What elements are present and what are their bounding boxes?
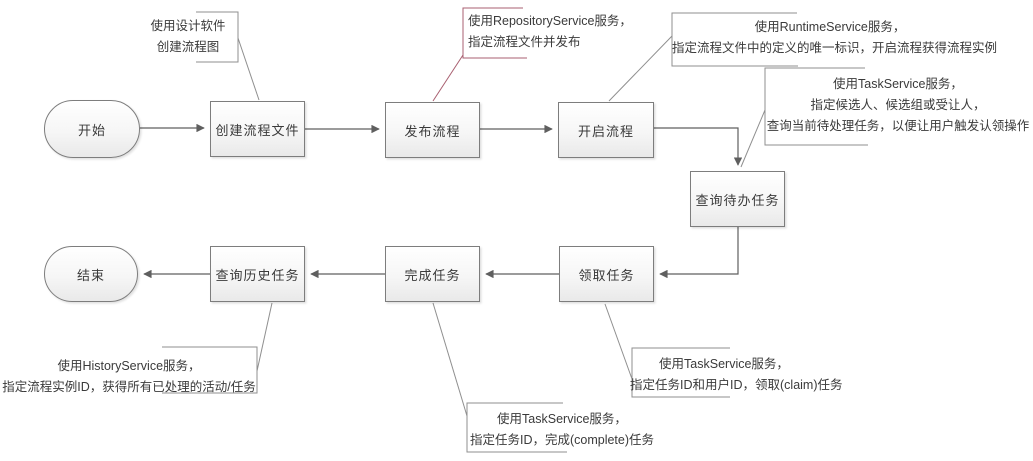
note-task-service-complete: 使用TaskService服务， 指定任务ID，完成(complete)任务 xyxy=(467,409,657,451)
note-repository-service: 使用RepositoryService服务， 指定流程文件并发布 xyxy=(468,11,632,53)
note-accent-group xyxy=(432,7,527,102)
note-history-service: 使用HistoryService服务， 指定流程实例ID，获得所有已处理的活动/… xyxy=(0,356,258,398)
note-line: 使用设计软件 xyxy=(150,19,226,33)
node-query-history-tasks: 查询历史任务 xyxy=(210,246,305,302)
leader-task-complete xyxy=(432,302,468,417)
note-line: 使用TaskService服务， xyxy=(659,357,789,371)
note-line: 指定流程实例ID，获得所有已处理的活动/任务 xyxy=(2,380,256,394)
note-bracket-task-complete xyxy=(466,402,567,453)
node-claim-task: 领取任务 xyxy=(559,246,654,302)
note-design-tool: 使用设计软件 创建流程图 xyxy=(138,16,238,58)
note-bracket-repository xyxy=(462,7,527,59)
note-bracket-task-query xyxy=(764,67,868,146)
node-start: 开始 xyxy=(44,100,140,158)
node-label: 结束 xyxy=(76,267,105,283)
node-label: 查询历史任务 xyxy=(215,267,300,283)
node-label: 开启流程 xyxy=(577,123,634,139)
flow-connectors xyxy=(140,123,743,279)
note-line: 使用TaskService服务， xyxy=(833,77,963,91)
node-label: 创建流程文件 xyxy=(215,122,300,138)
node-label: 发布流程 xyxy=(404,123,461,139)
note-leaders xyxy=(237,35,766,417)
leader-design xyxy=(237,37,260,101)
note-line: 创建流程图 xyxy=(156,40,220,54)
note-line: 使用RuntimeService服务， xyxy=(754,20,906,34)
note-line: 查询当前待处理任务，以便让用户触发认领操作 xyxy=(766,119,1030,133)
leader-repository xyxy=(432,54,464,102)
connector-startproc-to-querytodo xyxy=(654,127,743,166)
note-line: 指定流程文件中的定义的唯一标识，开启流程获得流程实例 xyxy=(672,41,998,55)
note-task-service-claim: 使用TaskService服务， 指定任务ID和用户ID，领取(claim)任务 xyxy=(630,354,843,396)
note-line: 指定流程文件并发布 xyxy=(468,35,581,49)
note-bracket-runtime xyxy=(671,12,798,67)
node-create-process-file: 创建流程文件 xyxy=(210,101,305,157)
leader-task-claim xyxy=(604,303,633,380)
note-line: 指定任务ID和用户ID，领取(claim)任务 xyxy=(630,378,843,392)
node-label: 领取任务 xyxy=(578,267,635,283)
note-line: 指定任务ID，完成(complete)任务 xyxy=(469,433,655,447)
note-line: 使用TaskService服务， xyxy=(497,412,627,426)
note-line: 使用HistoryService服务， xyxy=(57,359,201,373)
note-line: 指定候选人、候选组或受让人， xyxy=(810,98,986,112)
node-label: 查询待办任务 xyxy=(695,192,780,208)
leader-runtime xyxy=(608,35,673,102)
node-end: 结束 xyxy=(44,246,138,302)
leader-history xyxy=(256,302,273,372)
note-task-service-query: 使用TaskService服务， 指定候选人、候选组或受让人， 查询当前待处理任… xyxy=(765,74,1031,137)
leader-task-query xyxy=(740,109,766,168)
note-runtime-service: 使用RuntimeService服务， 指定流程文件中的定义的唯一标识，开启流程… xyxy=(672,17,998,59)
note-bracket-design xyxy=(196,11,239,63)
node-label: 完成任务 xyxy=(404,267,461,283)
node-start-process: 开启流程 xyxy=(558,102,654,158)
node-query-todo-tasks: 查询待办任务 xyxy=(690,171,785,227)
note-brackets xyxy=(162,11,868,453)
node-label: 开始 xyxy=(77,122,106,138)
note-bracket-task-claim xyxy=(631,347,730,398)
note-line: 使用RepositoryService服务， xyxy=(468,14,632,28)
connector-querytodo-to-claim xyxy=(659,227,739,279)
node-complete-task: 完成任务 xyxy=(385,246,480,302)
node-publish-process: 发布流程 xyxy=(385,102,480,158)
